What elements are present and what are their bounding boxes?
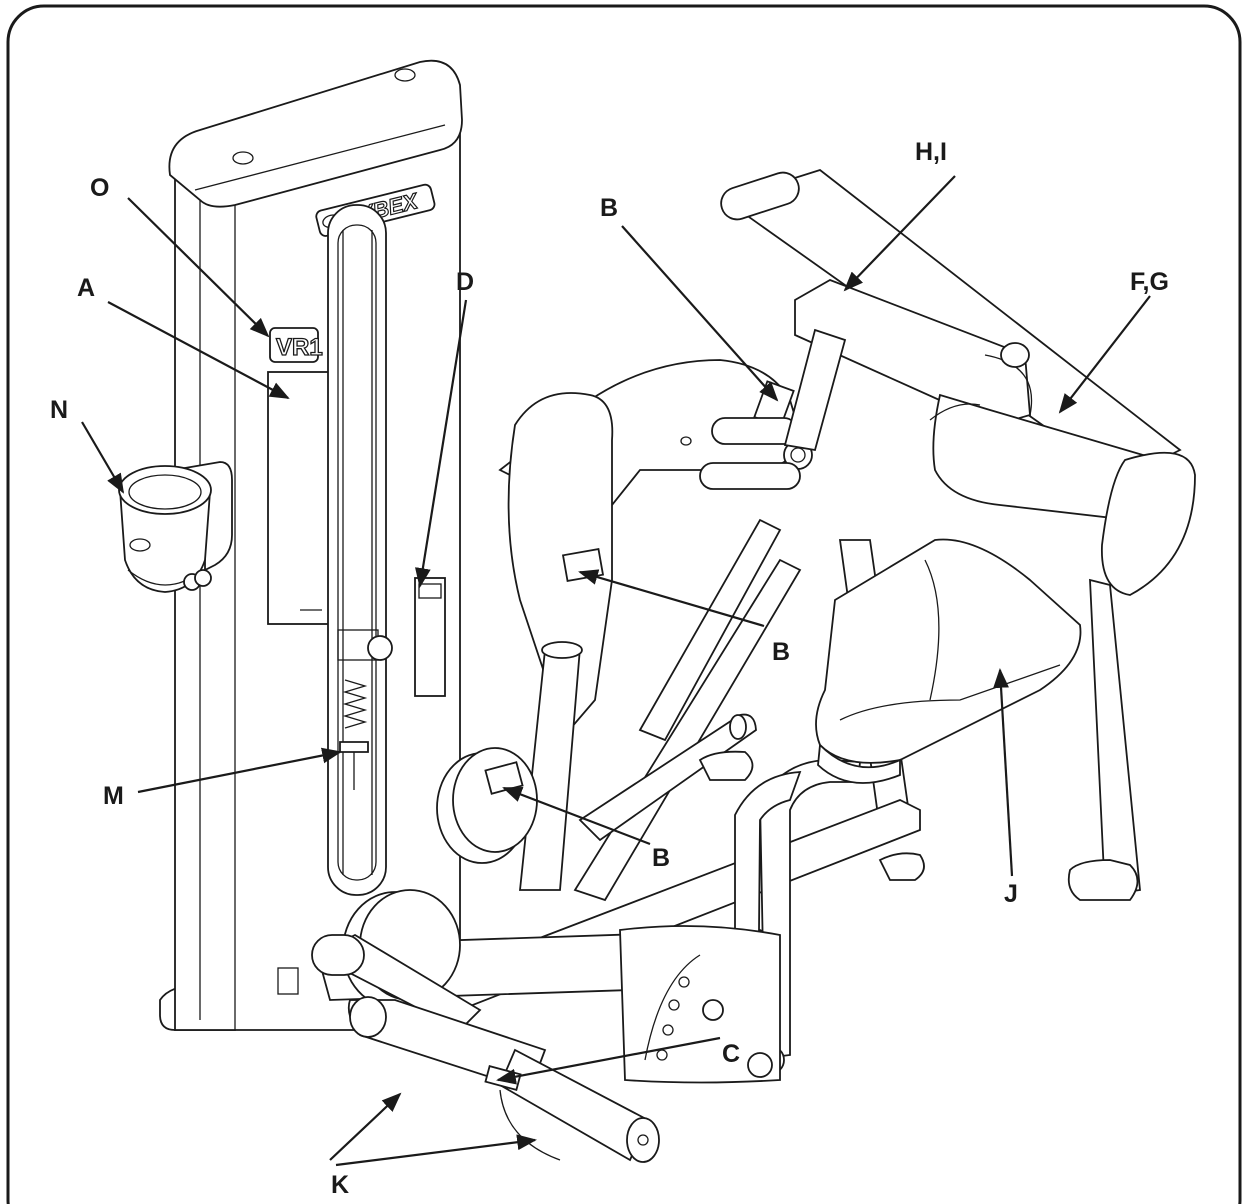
accessory-holder — [118, 461, 233, 593]
callout-b-middle: B — [772, 638, 790, 666]
callout-n: N — [50, 396, 68, 424]
callout-d: D — [456, 268, 474, 296]
back-pad-assembly — [720, 168, 1196, 596]
model-plate — [269, 327, 319, 363]
callout-b-top: B — [600, 194, 618, 222]
callout-h-i: H,I — [915, 138, 947, 166]
callout-a: A — [77, 274, 95, 302]
model-plate-text: VR1 — [276, 334, 323, 361]
callout-o: O — [90, 174, 109, 202]
callout-m: M — [103, 782, 124, 810]
seat-pad — [815, 538, 1082, 784]
callout-j: J — [1004, 880, 1018, 908]
diagram-frame — [6, 4, 1242, 1204]
instruction-placard — [267, 371, 331, 625]
callout-c: C — [722, 1040, 740, 1068]
weight-stack-window — [327, 204, 387, 896]
front-roller-pads — [311, 933, 660, 1163]
weight-stack-tower: CYBEX VR1 — [159, 59, 463, 1031]
callout-b-lower: B — [652, 844, 670, 872]
callout-arrows — [81, 175, 1151, 1167]
callout-f-g: F,G — [1130, 268, 1169, 296]
callout-k: K — [331, 1171, 349, 1199]
callout-labels: O A N D M B B B H,I F,G J C K — [50, 138, 1169, 1199]
